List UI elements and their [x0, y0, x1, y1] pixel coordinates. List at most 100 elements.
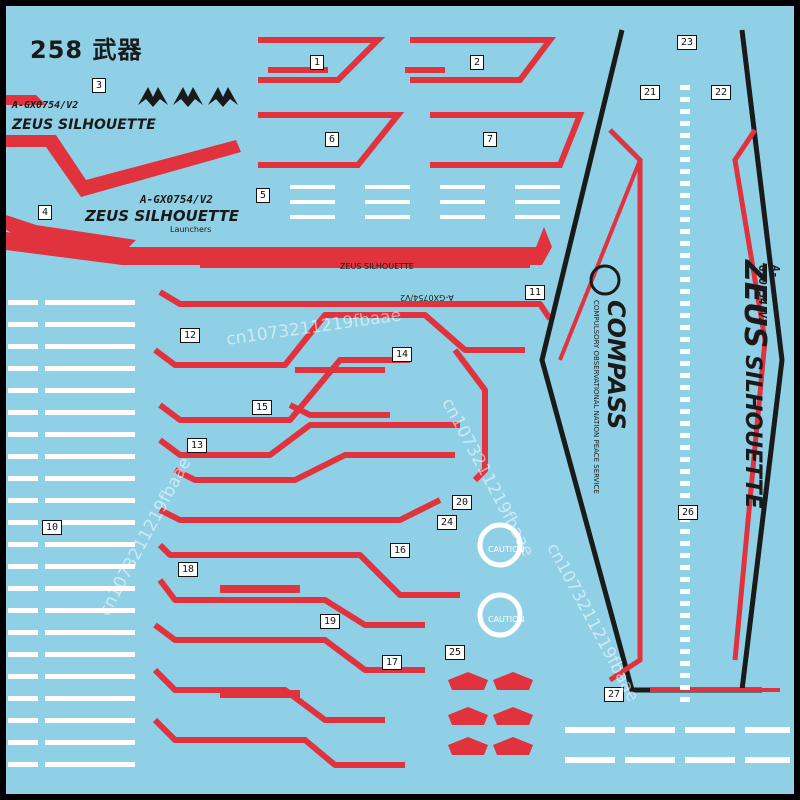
- callout-24: 24: [437, 515, 458, 530]
- model-code-label-2: A-GX0754/V2: [140, 193, 213, 206]
- callout-26: 26: [678, 505, 699, 520]
- white-dash: [680, 493, 690, 498]
- white-dash: [680, 457, 690, 462]
- white-dash: [680, 553, 690, 558]
- callout-27: 27: [604, 687, 625, 702]
- white-dash: [680, 565, 690, 570]
- callout-21: 21: [640, 85, 661, 100]
- zeus-silhouette-small: ZEUS SILHOUETTE: [340, 262, 414, 271]
- callout-14: 14: [392, 347, 413, 362]
- white-dash-rows-top: [290, 185, 560, 219]
- callout-10: 10: [42, 520, 63, 535]
- white-dash: [680, 85, 690, 90]
- white-dash: [680, 433, 690, 438]
- white-bar: [90, 366, 135, 371]
- white-bar: [45, 454, 90, 459]
- white-dash: [680, 265, 690, 270]
- callout-13: 13: [187, 438, 208, 453]
- white-bar: [45, 432, 90, 437]
- white-bar: [45, 564, 90, 569]
- white-bar: [45, 674, 90, 679]
- white-dash: [680, 529, 690, 534]
- white-bar: [90, 586, 135, 591]
- hatched-red-bands: [220, 367, 385, 698]
- white-dash: [680, 385, 690, 390]
- white-bar: [90, 564, 135, 569]
- white-bar: [45, 366, 90, 371]
- callout-23: 23: [677, 35, 698, 50]
- white-bar: [8, 762, 38, 767]
- wing-emblems: [138, 87, 238, 107]
- white-bar: [8, 630, 38, 635]
- white-bar: [8, 740, 38, 745]
- white-bar: [8, 564, 38, 569]
- red-stripe-group-middle: [152, 289, 553, 768]
- white-dash: [680, 121, 690, 126]
- white-bar: [45, 608, 90, 613]
- sheet-title: 258 武器: [30, 36, 143, 64]
- white-dash: [680, 181, 690, 186]
- callout-22: 22: [711, 85, 732, 100]
- white-bar: [8, 322, 38, 327]
- white-dash: [680, 337, 690, 342]
- white-dash: [680, 229, 690, 234]
- callout-5: 5: [256, 188, 271, 203]
- white-dash: [680, 277, 690, 282]
- white-bar: [90, 410, 135, 415]
- caution-rings: [477, 522, 523, 638]
- white-dash: [680, 697, 690, 702]
- callout-7: 7: [483, 132, 498, 147]
- white-bar: [45, 476, 90, 481]
- red-bracket-set: [258, 37, 585, 168]
- callout-4: 4: [38, 205, 53, 220]
- white-bar: [90, 696, 135, 701]
- white-dash: [680, 301, 690, 306]
- callout-17: 17: [382, 655, 403, 670]
- white-bar: [8, 454, 38, 459]
- white-dash: [680, 373, 690, 378]
- white-bar: [8, 300, 38, 305]
- white-bar: [8, 608, 38, 613]
- model-code-label-3: A-GX0754/V2: [400, 293, 454, 302]
- model-code-vertical: A-GX0754/V2: [756, 265, 782, 325]
- white-bar: [90, 608, 135, 613]
- white-dash: [680, 625, 690, 630]
- white-dash: [680, 661, 690, 666]
- white-bar: [8, 652, 38, 657]
- white-dash: [680, 409, 690, 414]
- caution-label-2: CAUTION: [488, 615, 525, 624]
- white-bar: [45, 322, 90, 327]
- callout-15: 15: [252, 400, 273, 415]
- white-bar: [90, 300, 135, 305]
- white-bar: [45, 344, 90, 349]
- white-bar: [8, 388, 38, 393]
- white-bar: [90, 674, 135, 679]
- white-bar: [8, 498, 38, 503]
- white-bar: [45, 652, 90, 657]
- white-dash: [680, 685, 690, 690]
- white-bar: [45, 696, 90, 701]
- white-dash: [680, 109, 690, 114]
- compass-label: COMPASS: [602, 300, 630, 430]
- white-bar: [45, 740, 90, 745]
- compass-emblem: [589, 264, 621, 296]
- white-bar: [90, 630, 135, 635]
- white-dash: [680, 253, 690, 258]
- white-dash: [680, 313, 690, 318]
- white-bar: [90, 520, 135, 525]
- callout-2: 2: [470, 55, 485, 70]
- white-dash: [680, 133, 690, 138]
- white-dash: [680, 241, 690, 246]
- callout-18: 18: [178, 562, 199, 577]
- white-bar: [8, 410, 38, 415]
- caution-emblems: [448, 672, 533, 755]
- white-bar: [90, 454, 135, 459]
- model-code-label-1: A-GX0754/V2: [12, 100, 79, 111]
- white-bar: [8, 366, 38, 371]
- white-dash: [680, 217, 690, 222]
- white-dash: [680, 469, 690, 474]
- white-bar: [90, 344, 135, 349]
- white-dash: [680, 145, 690, 150]
- white-bar: [8, 344, 38, 349]
